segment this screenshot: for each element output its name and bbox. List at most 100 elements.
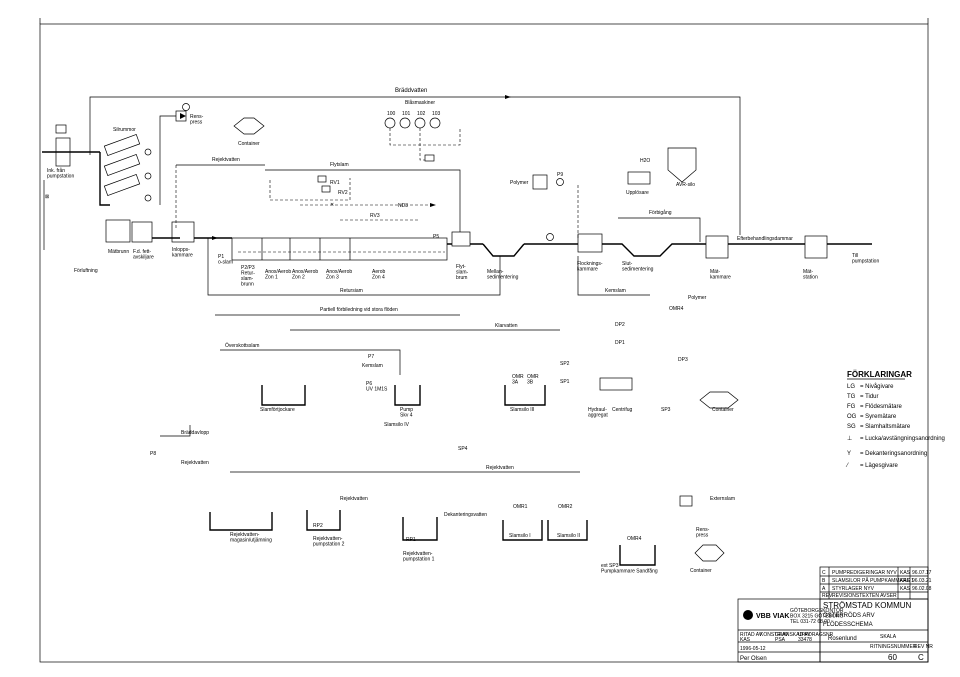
avr-silo-label: AVR-silo xyxy=(676,182,695,188)
rev-header: REV. xyxy=(822,593,833,599)
ext-slam-label: Externslam xyxy=(710,496,735,502)
final-settling-tank xyxy=(602,243,706,257)
blowers-label: Blåsmaskiner xyxy=(405,99,435,106)
omr1-label: OMR1 xyxy=(513,504,528,510)
company-logo-icon xyxy=(743,610,753,620)
dp2-label: DP2 xyxy=(615,322,625,328)
rv2-label: RV2 xyxy=(338,190,348,196)
inlet-chamber-label: Inlopps-kammare xyxy=(172,247,193,259)
blower-icon xyxy=(399,117,411,129)
client-name: STRÖMSTAD KOMMUN xyxy=(823,601,912,610)
rev-c-sign: KAS xyxy=(900,570,911,576)
dissolution-label: Upplösare xyxy=(626,190,649,196)
position-sensor-icon: ⁄ xyxy=(845,463,849,469)
rev-a-sign: KAS xyxy=(900,586,911,592)
signature: Rosenlund xyxy=(828,636,857,642)
reject-pump1-label: Rejektvatten-pumpstation 1 xyxy=(403,551,435,563)
overflow-label: Bräddvatten xyxy=(395,88,427,94)
overflow-line: Bräddvatten xyxy=(89,88,741,235)
container-low-label: Container xyxy=(690,568,712,574)
sign-label: KONSTR AV xyxy=(760,632,789,638)
sign-value: 33478 xyxy=(798,637,812,643)
blower-id-100: 100 xyxy=(387,111,396,117)
flow-meter-icon: FG xyxy=(847,404,856,410)
dosing-label: Förbigång xyxy=(649,209,672,216)
reject-water-low-label: Rejektvatten xyxy=(181,460,209,466)
blower-id-102: 102 xyxy=(417,111,426,117)
container-mid-label: Container xyxy=(712,407,734,413)
p7-label: P7 xyxy=(368,354,374,360)
rp1-label: RP1 xyxy=(406,537,416,543)
mid-settling-label: Mellan-sedimentering xyxy=(487,269,519,281)
basin-outline xyxy=(231,237,448,261)
lower-area: Rejektvatten Rejektvatten Dekanteringsva… xyxy=(209,465,735,575)
legend-item: = Nivågivare xyxy=(860,383,894,390)
measure-station-label: Mät-station xyxy=(803,269,818,281)
rv3-label: RV3 xyxy=(370,213,380,219)
sign-label: RITAD AV xyxy=(740,632,763,638)
rp2-label: RP2 xyxy=(313,523,323,529)
legend-item: = Lucka/avstängningsanordning xyxy=(860,436,945,442)
sludge-meter-icon: SG xyxy=(847,424,856,430)
polymer-label: Polymer xyxy=(510,180,529,186)
avr-silo-icon xyxy=(667,147,697,183)
reject-water-label: Rejektvatten xyxy=(212,157,240,163)
overflow-low-label: Bräddavlopp xyxy=(181,430,209,436)
legend: FÖRKLARINGAR LG = Nivågivare TG = Tidur … xyxy=(845,370,945,469)
rev-b-sign: KAS xyxy=(900,578,911,584)
float-well-label: Flyt-slam-brum xyxy=(456,264,469,281)
valve-x-icon: ✕ xyxy=(330,202,334,208)
rev-a-date: 96.02.08 xyxy=(912,586,932,592)
sludge-thickener-label: Slamförtjockare xyxy=(260,407,295,413)
partial-bypass-label: Partiell förbiledning vid stora flöden xyxy=(320,307,398,313)
rev-a-text: STYRLAGER NYV xyxy=(832,586,875,592)
decanter-icon: Y xyxy=(847,451,851,457)
meter-well-label: Mätbrunn xyxy=(108,249,129,255)
polymer-2-label: Polymer xyxy=(688,295,707,301)
sp3-label: SP3 xyxy=(661,407,671,413)
silo1-label: Slamsilo I xyxy=(509,533,531,539)
h2o-label: H2O xyxy=(640,158,650,164)
container-top-label: Container xyxy=(238,141,260,147)
rev-c: C xyxy=(822,570,826,576)
rev-b-date: 96.03.21 xyxy=(912,578,932,584)
legend-item: = Slamhaltsmätare xyxy=(860,424,911,430)
dp3-label: DP3 xyxy=(678,357,688,363)
rev-a: A xyxy=(822,586,826,592)
centrifuge-label: Centrifug xyxy=(612,407,633,413)
sp4-label: SP4 xyxy=(458,446,468,452)
float-sludge-label: Flytslam xyxy=(330,162,349,168)
sheet-border xyxy=(39,23,929,663)
date: 1996-05-12 xyxy=(740,646,766,652)
clear-water-label: Klarvatten xyxy=(495,323,518,329)
level-sensor-icon: LG xyxy=(847,384,855,390)
reject-water-top: Rejektvatten xyxy=(175,157,265,230)
screen-room-label: Silrummor xyxy=(113,127,136,133)
flocculation-label: Flocknings-kammare xyxy=(577,261,603,273)
scale-label: SKALA xyxy=(880,634,897,640)
final-stage: Förbigång Flocknings-kammare Slut-sedime… xyxy=(577,209,879,296)
legend-item: = Lägesgivare xyxy=(860,463,899,469)
container-top-icon xyxy=(233,117,265,135)
bypass-symbol: ⊠ xyxy=(45,194,49,200)
surplus-sludge-label: Överskottsslam xyxy=(225,342,259,349)
timer-icon: TG xyxy=(847,394,856,400)
mid-settling: Flyt-slam-brum Mellan-sedimentering xyxy=(447,231,578,281)
oxygen-meter-icon: OG xyxy=(847,414,857,420)
drawing-title: FLÖDESSCHEMA xyxy=(823,621,873,628)
measure-chamber-label: Mät-kammare xyxy=(710,269,731,281)
rev-c-text: PUMPREDIGERINGAR NYV xyxy=(832,570,897,576)
gate-icon: ⊥ xyxy=(847,435,852,442)
nd3-label: ND3 xyxy=(398,203,408,209)
